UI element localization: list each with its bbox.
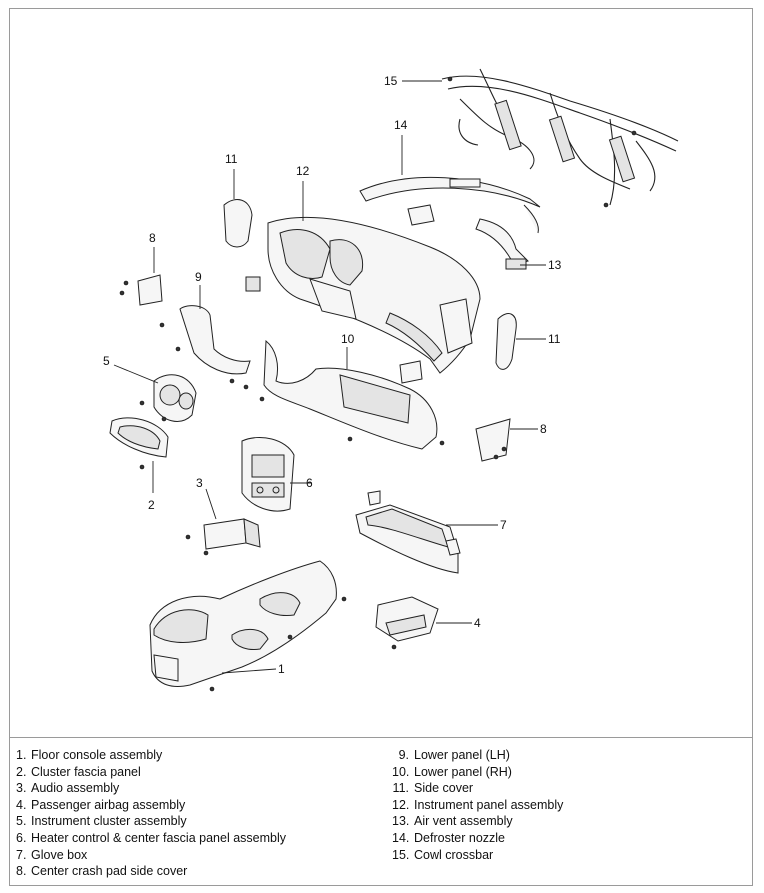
instrument-cluster-part	[139, 374, 197, 422]
legend-item: 12.Instrument panel assembly	[392, 797, 564, 812]
floor-console-part	[149, 560, 347, 692]
legend-item: 14.Defroster nozzle	[392, 830, 506, 845]
callout-11a: 11	[225, 152, 238, 166]
legend-item: 15.Cowl crossbar	[392, 847, 494, 862]
defroster-nozzle-part	[359, 176, 541, 270]
crash-pad-side-cover-right-part	[475, 418, 511, 462]
legend-divider	[10, 737, 752, 738]
callout-6: 6	[306, 476, 313, 490]
legend-column-left: 1.Floor console assembly 2.Cluster fasci…	[16, 747, 386, 880]
callout-13: 13	[548, 258, 562, 272]
crash-pad-side-cover-left-part	[119, 274, 163, 306]
callout-2: 2	[148, 498, 155, 512]
instrument-panel-part	[267, 216, 481, 374]
callout-1: 1	[278, 662, 285, 676]
cowl-crossbar-part	[441, 68, 679, 208]
cluster-fascia-panel-part	[109, 417, 169, 470]
callout-15: 15	[384, 74, 398, 88]
legend-item: 5.Instrument cluster assembly	[16, 814, 187, 829]
legend-item: 2.Cluster fascia panel	[16, 764, 141, 779]
callout-5: 5	[103, 354, 110, 368]
parts-legend: 1.Floor console assembly 2.Cluster fasci…	[16, 747, 746, 883]
legend-item: 10.Lower panel (RH)	[392, 764, 512, 779]
exploded-diagram: 15 14 13 12	[103, 68, 679, 692]
lower-panel-lh-part	[159, 305, 251, 375]
callout-11b: 11	[548, 332, 561, 346]
callout-8b: 8	[540, 422, 547, 436]
callout-4: 4	[474, 616, 481, 630]
callout-14: 14	[394, 118, 408, 132]
callout-10: 10	[341, 332, 355, 346]
glove-box-part	[355, 490, 461, 574]
callout-8a: 8	[149, 231, 156, 245]
legend-item: 6.Heater control & center fascia panel a…	[16, 830, 286, 845]
passenger-airbag-part	[375, 596, 439, 650]
callout-9: 9	[195, 270, 202, 284]
figure-frame: 15 14 13 12	[9, 8, 753, 886]
side-cover-left-part	[223, 199, 261, 292]
heater-control-fascia-part	[241, 437, 295, 512]
callout-12: 12	[296, 164, 310, 178]
legend-item: 13.Air vent assembly	[392, 814, 513, 829]
legend-column-right: 9.Lower panel (LH) 10.Lower panel (RH) 1…	[392, 747, 742, 863]
legend-item: 9.Lower panel (LH)	[398, 748, 510, 762]
legend-item: 4.Passenger airbag assembly	[16, 797, 186, 812]
legend-item: 1.Floor console assembly	[16, 748, 163, 762]
side-cover-right-part	[495, 313, 517, 370]
audio-assembly-part	[185, 518, 261, 556]
legend-item: 8.Center crash pad side cover	[16, 864, 188, 879]
callout-7: 7	[500, 518, 507, 532]
legend-item: 3.Audio assembly	[16, 781, 120, 796]
callout-3: 3	[196, 476, 203, 490]
legend-item: 7.Glove box	[16, 847, 88, 862]
legend-item: 11.Side cover	[392, 781, 474, 796]
lower-panel-rh-part	[229, 339, 445, 450]
